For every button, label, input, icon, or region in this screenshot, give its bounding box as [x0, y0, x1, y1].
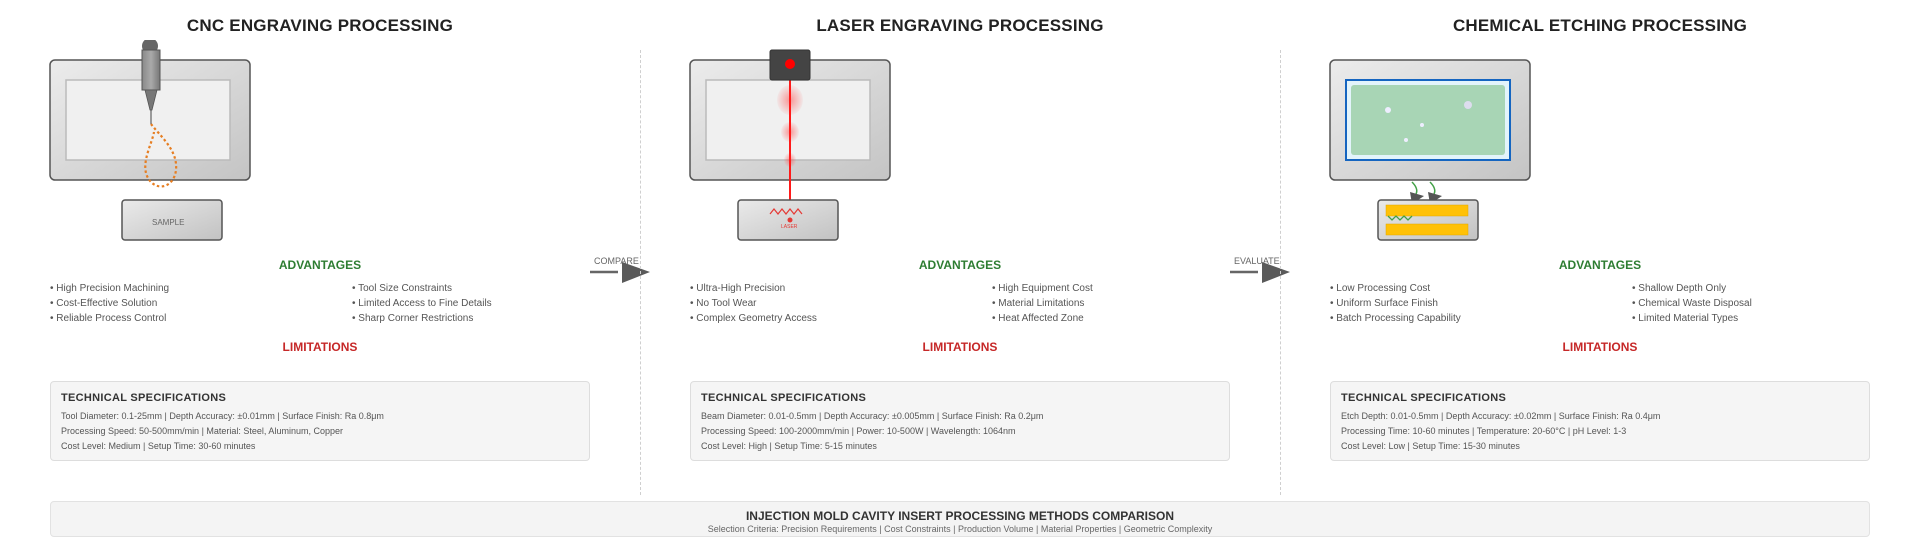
spec-line: Cost Level: High | Setup Time: 5-15 minu…	[701, 441, 877, 451]
list-item: • Limited Material Types	[1632, 313, 1739, 324]
limitations-heading: LIMITATIONS	[282, 340, 358, 354]
advantages-heading: ADVANTAGES	[918, 258, 1002, 272]
spec-title: TECHNICAL SPECIFICATIONS	[701, 392, 867, 404]
panel-separator	[1280, 50, 1281, 495]
wave-icon	[769, 208, 803, 215]
panel-chemical: CHEMICAL ETCHING PROCESSING ADVANTAGES •…	[1280, 0, 1920, 490]
evaluate-arrow: EVALUATE	[1228, 255, 1298, 295]
spec-line: Beam Diameter: 0.01-0.5mm | Depth Accura…	[701, 411, 1044, 421]
technical-specifications-box: TECHNICAL SPECIFICATIONS Tool Diameter: …	[50, 381, 590, 461]
arrow-right-icon	[1230, 262, 1290, 283]
laser-label: LASER	[781, 224, 798, 230]
list-item: • Limited Access to Fine Details	[352, 298, 492, 309]
list-item: • Cost-Effective Solution	[50, 298, 158, 309]
wave-icon	[1387, 215, 1413, 221]
list-item: • High Precision Machining	[50, 283, 170, 294]
technical-specifications-box: TECHNICAL SPECIFICATIONS Beam Diameter: …	[690, 381, 1230, 461]
advantages-list: • High Precision Machining • Cost-Effect…	[50, 281, 169, 326]
cnc-spindle-icon	[141, 40, 161, 124]
limitations-list: • Shallow Depth Only • Chemical Waste Di…	[1632, 281, 1752, 326]
advantages-list: • Ultra-High Precision • No Tool Wear • …	[690, 281, 817, 326]
cnc-machine-illustration	[49, 40, 251, 241]
panel-cnc: CNC ENGRAVING PROCESSING SAMPLE ADVANTAG…	[0, 0, 640, 490]
technical-specifications-box: TECHNICAL SPECIFICATIONS Etch Depth: 0.0…	[1330, 381, 1870, 461]
spec-line: Cost Level: Medium | Setup Time: 30-60 m…	[61, 441, 256, 451]
list-item: • Heat Affected Zone	[992, 313, 1084, 324]
list-item: • Reliable Process Control	[50, 313, 167, 324]
list-item: • Complex Geometry Access	[690, 313, 817, 324]
arrow-right-icon	[590, 262, 650, 283]
spec-title: TECHNICAL SPECIFICATIONS	[1341, 392, 1507, 404]
etching-bath-illustration	[1329, 59, 1531, 241]
advantages-heading: ADVANTAGES	[278, 258, 362, 272]
compare-arrow: COMPARE	[588, 255, 658, 295]
spec-line: Processing Speed: 50-500mm/min | Materia…	[61, 426, 343, 436]
flow-label: EVALUATE	[1234, 256, 1280, 266]
advantages-heading: ADVANTAGES	[1558, 258, 1642, 272]
list-item: • Material Limitations	[992, 298, 1085, 309]
advantages-list: • Low Processing Cost • Uniform Surface …	[1330, 281, 1461, 326]
list-item: • Uniform Surface Finish	[1330, 298, 1438, 309]
tank-icon	[1385, 204, 1469, 217]
list-item: • No Tool Wear	[690, 298, 757, 309]
spec-line: Tool Diameter: 0.1-25mm | Depth Accuracy…	[61, 411, 384, 421]
limitations-list: • High Equipment Cost • Material Limitat…	[992, 281, 1093, 326]
spec-title: TECHNICAL SPECIFICATIONS	[61, 392, 227, 404]
spec-line: Cost Level: Low | Setup Time: 15-30 minu…	[1341, 441, 1520, 451]
list-item: • Ultra-High Precision	[690, 283, 786, 294]
panel-title: CNC ENGRAVING PROCESSING	[186, 16, 454, 35]
list-item: • Chemical Waste Disposal	[1632, 298, 1752, 309]
spec-line: Processing Speed: 100-2000mm/min | Power…	[701, 426, 1016, 436]
panel-title: CHEMICAL ETCHING PROCESSING	[1452, 16, 1748, 35]
footer-subtitle: Selection Criteria: Precision Requiremen…	[707, 524, 1213, 534]
chemical-bath-icon	[1351, 85, 1505, 155]
comparison-footer: INJECTION MOLD CAVITY INSERT PROCESSING …	[50, 501, 1870, 537]
limitations-list: • Tool Size Constraints • Limited Access…	[352, 281, 492, 326]
panel-laser: LASER ENGRAVING PROCESSING LASER ADVANTA…	[640, 0, 1280, 490]
spec-line: Processing Time: 10-60 minutes | Tempera…	[1341, 426, 1627, 436]
spec-line: Etch Depth: 0.01-0.5mm | Depth Accuracy:…	[1341, 411, 1661, 421]
tool-path-icon	[144, 123, 178, 188]
list-item: • Sharp Corner Restrictions	[352, 313, 474, 324]
list-item: • Batch Processing Capability	[1330, 313, 1461, 324]
laser-machine-illustration	[689, 49, 891, 241]
flow-label: COMPARE	[594, 256, 639, 266]
limitations-heading: LIMITATIONS	[922, 340, 998, 354]
list-item: • Low Processing Cost	[1330, 283, 1431, 294]
list-item: • High Equipment Cost	[992, 283, 1093, 294]
footer-title: INJECTION MOLD CAVITY INSERT PROCESSING …	[745, 509, 1175, 523]
panel-separator	[640, 50, 641, 495]
sample-label: SAMPLE	[152, 218, 185, 227]
list-item: • Shallow Depth Only	[1632, 283, 1727, 294]
limitations-heading: LIMITATIONS	[1562, 340, 1638, 354]
panel-title: LASER ENGRAVING PROCESSING	[816, 16, 1104, 35]
list-item: • Tool Size Constraints	[352, 283, 453, 294]
